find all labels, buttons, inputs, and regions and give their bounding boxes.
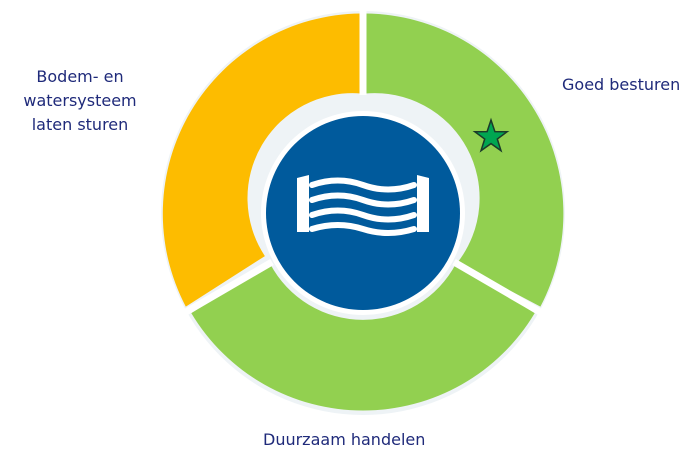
water-waves [309,177,417,236]
label-line: watersysteem [23,91,137,110]
separator-left [184,258,274,316]
separator-right [452,258,542,316]
label-duurzaam-handelen: Duurzaam handelen [263,430,426,449]
label-bodem-watersysteem: Bodem- en watersysteem laten sturen [6,65,154,137]
segment-duurzaam-handelen [191,263,535,411]
water-bridge-icon [297,175,429,232]
label-line: laten sturen [31,115,129,134]
segment-goed-besturen [365,13,564,307]
label-goed-besturen: Goed besturen [562,75,681,94]
star-icon [472,117,510,153]
label-line: Bodem- en [36,67,124,86]
segment-bodem-watersysteem [162,13,361,307]
